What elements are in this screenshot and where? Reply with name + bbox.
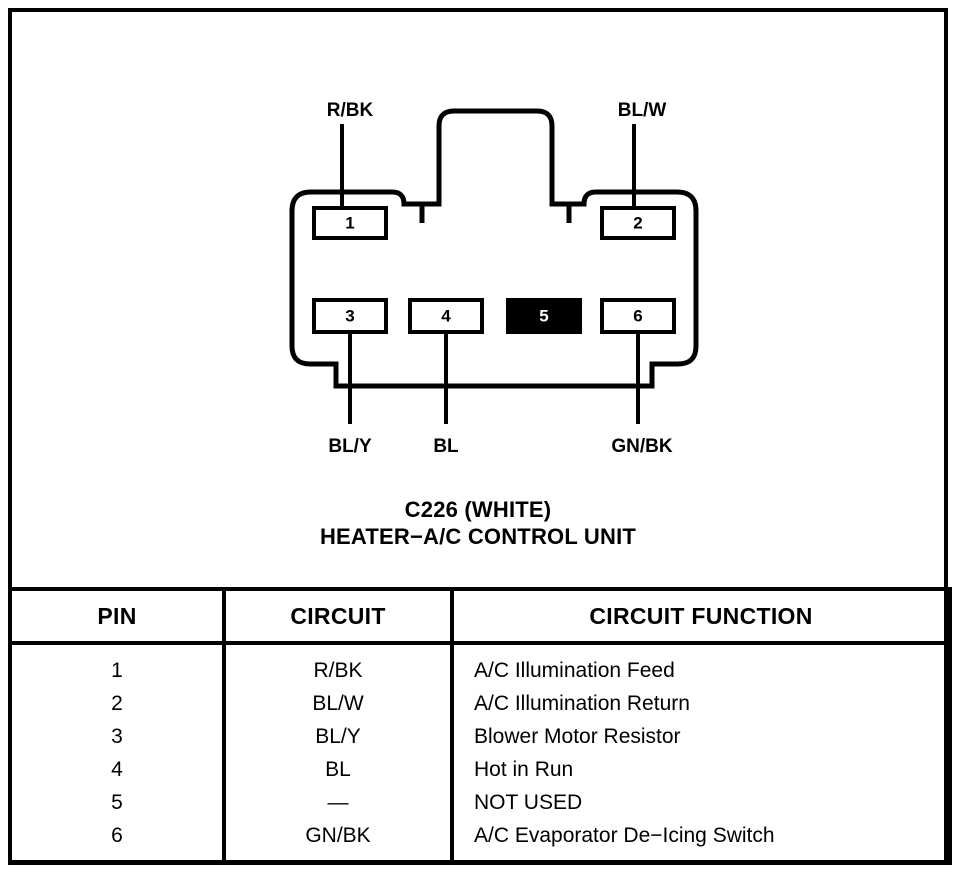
connector-latch-tab (419, 108, 572, 223)
cell-circuit-function: Hot in Run (450, 753, 952, 786)
cell-pin: 6 (8, 819, 224, 865)
pin-assignment-table: PIN CIRCUIT CIRCUIT FUNCTION 1 R/BK A/C … (8, 587, 952, 865)
cell-pin: 4 (8, 753, 224, 786)
cell-circuit-function: A/C Illumination Return (450, 687, 952, 720)
cell-circuit: BL/W (222, 687, 452, 720)
connector-diagram: 1 2 3 4 5 6 R/BK BL/W BL/Y BL GN/BK (12, 12, 944, 579)
pin-cavity-3-number: 3 (345, 306, 354, 325)
page-frame: 1 2 3 4 5 6 R/BK BL/W BL/Y BL GN/BK (8, 8, 952, 865)
pin-cavity-1[interactable] (312, 206, 388, 240)
table-row[interactable]: 2 BL/W A/C Illumination Return (8, 687, 952, 720)
wire-label-pin3: BL/Y (328, 436, 372, 457)
column-header-pin: PIN (8, 587, 224, 645)
cell-circuit: BL/Y (222, 720, 452, 753)
pin-cavity-2-number: 2 (633, 213, 642, 232)
table-body: 1 R/BK A/C Illumination Feed 2 BL/W A/C … (8, 643, 952, 865)
cell-pin: 1 (8, 643, 224, 687)
cell-circuit-function: A/C Illumination Feed (450, 643, 952, 687)
column-header-circuit: CIRCUIT (222, 587, 452, 645)
cell-pin: 2 (8, 687, 224, 720)
cell-pin: 3 (8, 720, 224, 753)
cell-circuit: GN/BK (222, 819, 452, 865)
connector-id-label: C226 (WHITE) (404, 497, 552, 522)
connector-face-view: 1 2 3 4 5 6 R/BK BL/W BL/Y BL GN/BK (289, 100, 699, 457)
column-header-circuit-function: CIRCUIT FUNCTION (450, 587, 952, 645)
pin-table-container: PIN CIRCUIT CIRCUIT FUNCTION 1 R/BK A/C … (8, 587, 952, 872)
pin-cavity-5-number: 5 (539, 306, 548, 325)
connector-body-outline (289, 189, 699, 389)
pin-cavity-5-unused[interactable] (506, 298, 582, 334)
cell-pin: 5 (8, 786, 224, 819)
cell-circuit: BL (222, 753, 452, 786)
wire-label-pin4: BL (433, 436, 459, 457)
pin-cavity-2[interactable] (600, 206, 676, 240)
wire-label-pin6: GN/BK (611, 436, 673, 457)
pin-cavity-3[interactable] (312, 298, 388, 334)
diagram-caption: C226 (WHITE) HEATER−A/C CONTROL UNIT (12, 496, 944, 550)
table-header-row: PIN CIRCUIT CIRCUIT FUNCTION (8, 587, 952, 645)
table-row[interactable]: 6 GN/BK A/C Evaporator De−Icing Switch (8, 819, 952, 865)
cell-circuit: R/BK (222, 643, 452, 687)
pin-cavity-1-number: 1 (345, 213, 354, 232)
cell-circuit: — (222, 786, 452, 819)
table-row[interactable]: 5 — NOT USED (8, 786, 952, 819)
connector-component-label: HEATER−A/C CONTROL UNIT (319, 524, 637, 549)
table-row[interactable]: 1 R/BK A/C Illumination Feed (8, 643, 952, 687)
table-row[interactable]: 4 BL Hot in Run (8, 753, 952, 786)
cell-circuit-function: A/C Evaporator De−Icing Switch (450, 819, 952, 865)
cell-circuit-function: NOT USED (450, 786, 952, 819)
table-row[interactable]: 3 BL/Y Blower Motor Resistor (8, 720, 952, 753)
pin-cavity-4-number: 4 (441, 306, 451, 325)
wire-label-pin1: R/BK (327, 100, 374, 121)
pin-cavity-6-number: 6 (633, 306, 642, 325)
wire-label-pin2: BL/W (618, 100, 667, 121)
table-header: PIN CIRCUIT CIRCUIT FUNCTION (8, 587, 952, 645)
cell-circuit-function: Blower Motor Resistor (450, 720, 952, 753)
